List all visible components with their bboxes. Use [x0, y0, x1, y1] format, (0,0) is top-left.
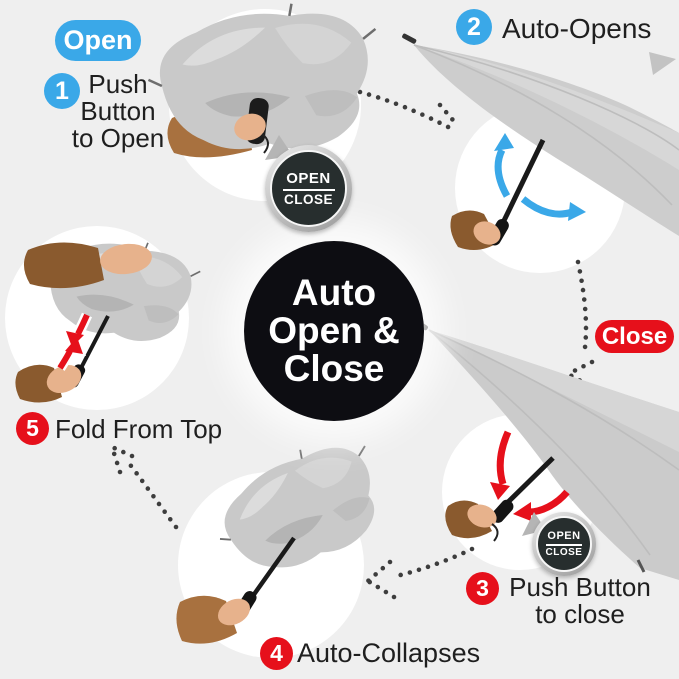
open-close-button-badge-step1: OPEN CLOSE	[265, 145, 352, 232]
dotted-arrow-step4-to-step5	[109, 444, 179, 530]
center-line1: Auto	[291, 272, 377, 313]
center-auto-open-close-badge: Auto Open & Close	[244, 241, 424, 421]
step-3-number: 3	[466, 572, 499, 605]
button-divider	[282, 188, 335, 191]
ferrule-tip	[402, 33, 417, 44]
step-5-number: 5	[16, 412, 49, 445]
rib-tip	[636, 559, 646, 573]
step-1-line1: Push	[88, 69, 148, 99]
center-line2: Open &	[268, 310, 400, 351]
step-2-label: Auto-Opens	[502, 13, 652, 44]
step2-illustration	[402, 33, 679, 251]
step-1-number: 1	[44, 73, 80, 109]
red-close-arrows-icon	[490, 430, 570, 521]
step-3-line1: Push Button	[509, 572, 651, 602]
step1-illustration	[142, 0, 385, 161]
step-2-number: 2	[456, 9, 492, 45]
step3-illustration	[414, 319, 679, 580]
step-1-line3: to Open	[71, 123, 165, 153]
dotted-arrow-step2-to-step3	[565, 259, 595, 388]
dotted-arrow-step1-to-step2	[357, 89, 461, 132]
step-4-number: 4	[260, 637, 293, 670]
button-divider	[546, 543, 582, 546]
step-3-label: Push Button to close	[504, 574, 656, 628]
close-phase-badge: Close	[595, 320, 674, 353]
open-close-button-face: OPEN CLOSE	[270, 150, 347, 227]
step4-illustration	[176, 424, 401, 644]
step-5-label: Fold From Top	[55, 414, 223, 444]
step5-illustration	[15, 227, 205, 403]
blue-open-arrows-icon	[494, 133, 586, 221]
step-1-line2: Button	[80, 96, 156, 126]
step-1-label: Push Button to Open	[56, 71, 180, 152]
step-4-label: Auto-Collapses	[297, 638, 481, 668]
open-close-button-face: OPEN CLOSE	[536, 516, 592, 572]
button-close-text: CLOSE	[283, 192, 333, 207]
wrist-strap	[261, 133, 269, 154]
button-close-text: CLOSE	[545, 547, 583, 558]
far-rib-panel	[649, 52, 676, 75]
red-compress-arrows-icon	[55, 312, 93, 371]
open-phase-badge: Open	[55, 20, 141, 61]
step-3-line2: to close	[535, 599, 625, 629]
dotted-arrow-step3-to-step4	[365, 546, 475, 600]
button-open-text: OPEN	[547, 530, 581, 542]
button-open-text: OPEN	[286, 170, 331, 187]
open-close-button-badge-step3: OPEN CLOSE	[532, 512, 596, 576]
center-line3: Close	[283, 348, 385, 389]
